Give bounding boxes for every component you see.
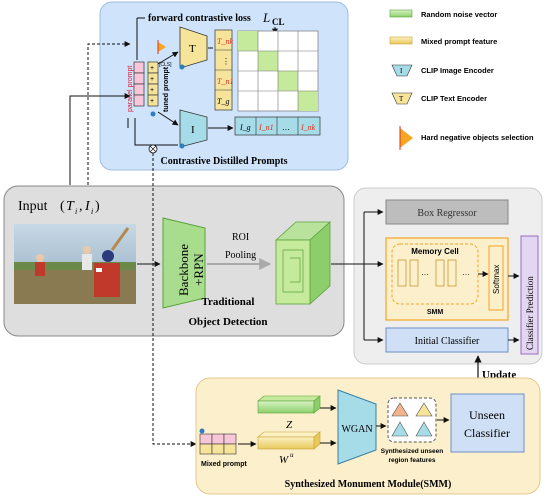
svg-text:I_g: I_g bbox=[239, 123, 251, 132]
unseen-classifier: Unseen Classifier bbox=[450, 393, 525, 453]
smm-module-panel: Mixed prompt Z W u WGAN bbox=[195, 377, 541, 495]
image-encoder-icon bbox=[391, 64, 413, 77]
input-label: Input bbox=[18, 199, 48, 214]
svg-text:+: + bbox=[150, 65, 154, 72]
triangle-flag-icon bbox=[400, 128, 413, 148]
gear-dot-icon bbox=[150, 111, 156, 117]
smm-memory: Memory Cell ··· ··· Softmax SMM bbox=[385, 237, 509, 321]
synthesized-features: Synthesized unseen region features bbox=[381, 397, 444, 464]
text-encoder-icon bbox=[391, 92, 413, 105]
svg-text:W: W bbox=[279, 454, 289, 466]
tod-panel: Input ( T i , I i ) Backbone +RPN bbox=[3, 185, 345, 337]
svg-text:I_n1: I_n1 bbox=[258, 123, 274, 132]
svg-text:Classifier: Classifier bbox=[464, 426, 510, 440]
parallel-prompt-label: parallel prompt bbox=[127, 66, 134, 112]
box-regressor-label: Box Regressor bbox=[417, 208, 477, 219]
cls-token: [CLS] bbox=[159, 62, 172, 68]
svg-text:…: … bbox=[282, 123, 290, 132]
legend-item-mixed-prompt: Mixed prompt feature bbox=[389, 36, 497, 46]
clip-image-encoder: I bbox=[179, 109, 208, 149]
similarity-matrix bbox=[237, 30, 319, 112]
wgan: WGAN bbox=[337, 389, 377, 465]
initial-classifier-label: Initial Classifier bbox=[415, 336, 480, 347]
svg-text:u: u bbox=[290, 451, 294, 459]
svg-text:Mixed prompt: Mixed prompt bbox=[201, 461, 248, 468]
prompt-feature-wu: W u bbox=[257, 431, 321, 466]
svg-text:Z: Z bbox=[286, 419, 293, 431]
svg-text:Random noise vector: Random noise vector bbox=[421, 10, 497, 19]
svg-text:···: ··· bbox=[462, 270, 470, 279]
svg-text:T_n1: T_n1 bbox=[217, 77, 233, 86]
svg-text:SMM: SMM bbox=[427, 309, 444, 316]
classifier-prediction-label: Classifier Prediction bbox=[525, 276, 535, 350]
svg-text:⋮: ⋮ bbox=[222, 57, 230, 66]
loss-subscript: CL bbox=[272, 17, 285, 27]
noise-vector-z: Z bbox=[257, 395, 321, 431]
svg-text:T: T bbox=[189, 43, 196, 55]
svg-text:Unseen: Unseen bbox=[469, 408, 505, 422]
legend-item-image-encoder: I CLIP Image Encoder bbox=[391, 64, 494, 77]
tuned-prompt-label: tuned prompt bbox=[163, 66, 170, 112]
cdp-title: Contrastive Distilled Prompts bbox=[160, 156, 287, 167]
loss-symbol: L bbox=[262, 10, 270, 25]
svg-text:+: + bbox=[150, 76, 154, 83]
svg-text:T: T bbox=[399, 95, 404, 103]
feature-map bbox=[274, 221, 332, 305]
svg-text:i: i bbox=[91, 207, 93, 216]
svg-text:T_nk: T_nk bbox=[217, 37, 233, 46]
tod-title-line1: Traditional bbox=[202, 296, 255, 308]
initial-classifier bbox=[385, 327, 509, 353]
parallel-prompt-stack bbox=[133, 61, 145, 107]
hard-negative-flag-icon bbox=[158, 42, 166, 52]
svg-text:Mixed prompt feature: Mixed prompt feature bbox=[421, 37, 497, 46]
svg-text:Synthesized unseen: Synthesized unseen bbox=[381, 448, 444, 455]
svg-text:Softmax: Softmax bbox=[492, 265, 501, 294]
svg-text:Memory Cell: Memory Cell bbox=[411, 247, 459, 256]
svg-text:I: I bbox=[191, 124, 195, 136]
svg-text:+: + bbox=[150, 87, 154, 94]
heads-panel: Box Regressor Memory Cell ··· ··· Softma… bbox=[331, 187, 543, 365]
legend-item-hard-negative: Hard negative objects selection bbox=[399, 126, 534, 150]
legend-item-text-encoder: T CLIP Text Encoder bbox=[391, 92, 487, 105]
svg-text:I: I bbox=[400, 67, 403, 75]
legend: Random noise vector Mixed prompt feature… bbox=[389, 9, 534, 150]
svg-text:+RPN: +RPN bbox=[191, 253, 206, 286]
green-bar-icon bbox=[389, 9, 413, 18]
svg-text:region features: region features bbox=[389, 457, 436, 464]
tuned-prompt-stack: + + + + bbox=[147, 61, 159, 107]
svg-text:Hard negative objects selectio: Hard negative objects selection bbox=[421, 133, 534, 142]
yellow-bar-icon bbox=[389, 36, 413, 45]
svg-text:I_nk: I_nk bbox=[300, 123, 316, 132]
mixed-prompt: Mixed prompt bbox=[199, 428, 248, 468]
cdp-panel: forward contrastive loss L CL parallel p… bbox=[69, 1, 349, 185]
legend-item-random-noise: Random noise vector bbox=[389, 9, 497, 19]
clip-text-encoder: T bbox=[179, 26, 208, 70]
loss-label: forward contrastive loss bbox=[148, 13, 251, 24]
input-image bbox=[14, 224, 136, 304]
classifier-prediction bbox=[520, 235, 539, 355]
backbone-rpn: Backbone +RPN bbox=[162, 217, 206, 309]
svg-text:T: T bbox=[66, 199, 75, 214]
svg-text:i: i bbox=[75, 207, 77, 216]
svg-text:): ) bbox=[95, 199, 100, 214]
svg-text:T_g: T_g bbox=[217, 97, 229, 106]
text-embedding-column: T_nk T_n1 ⋮ T_g bbox=[214, 29, 233, 111]
roi-label: ROI bbox=[232, 232, 249, 243]
pooling-label: Pooling bbox=[225, 250, 256, 261]
svg-text:Backbone: Backbone bbox=[176, 244, 191, 296]
svg-text:I: I bbox=[84, 199, 91, 214]
svg-text:WGAN: WGAN bbox=[341, 424, 372, 435]
svg-text:CLIP Text Encoder: CLIP Text Encoder bbox=[421, 94, 487, 103]
svg-text:(: ( bbox=[60, 199, 65, 214]
tod-title-line2: Object Detection bbox=[188, 316, 267, 328]
svg-text:,: , bbox=[79, 199, 83, 214]
svg-text:+: + bbox=[150, 98, 154, 105]
box-regressor bbox=[385, 199, 509, 225]
smm-title: Synthesized Monument Module(SMM) bbox=[285, 479, 452, 490]
svg-text:CLIP Image Encoder: CLIP Image Encoder bbox=[421, 66, 494, 75]
image-embedding-row: I_g I_n1 … I_nk bbox=[234, 116, 321, 136]
svg-text:···: ··· bbox=[421, 270, 429, 279]
